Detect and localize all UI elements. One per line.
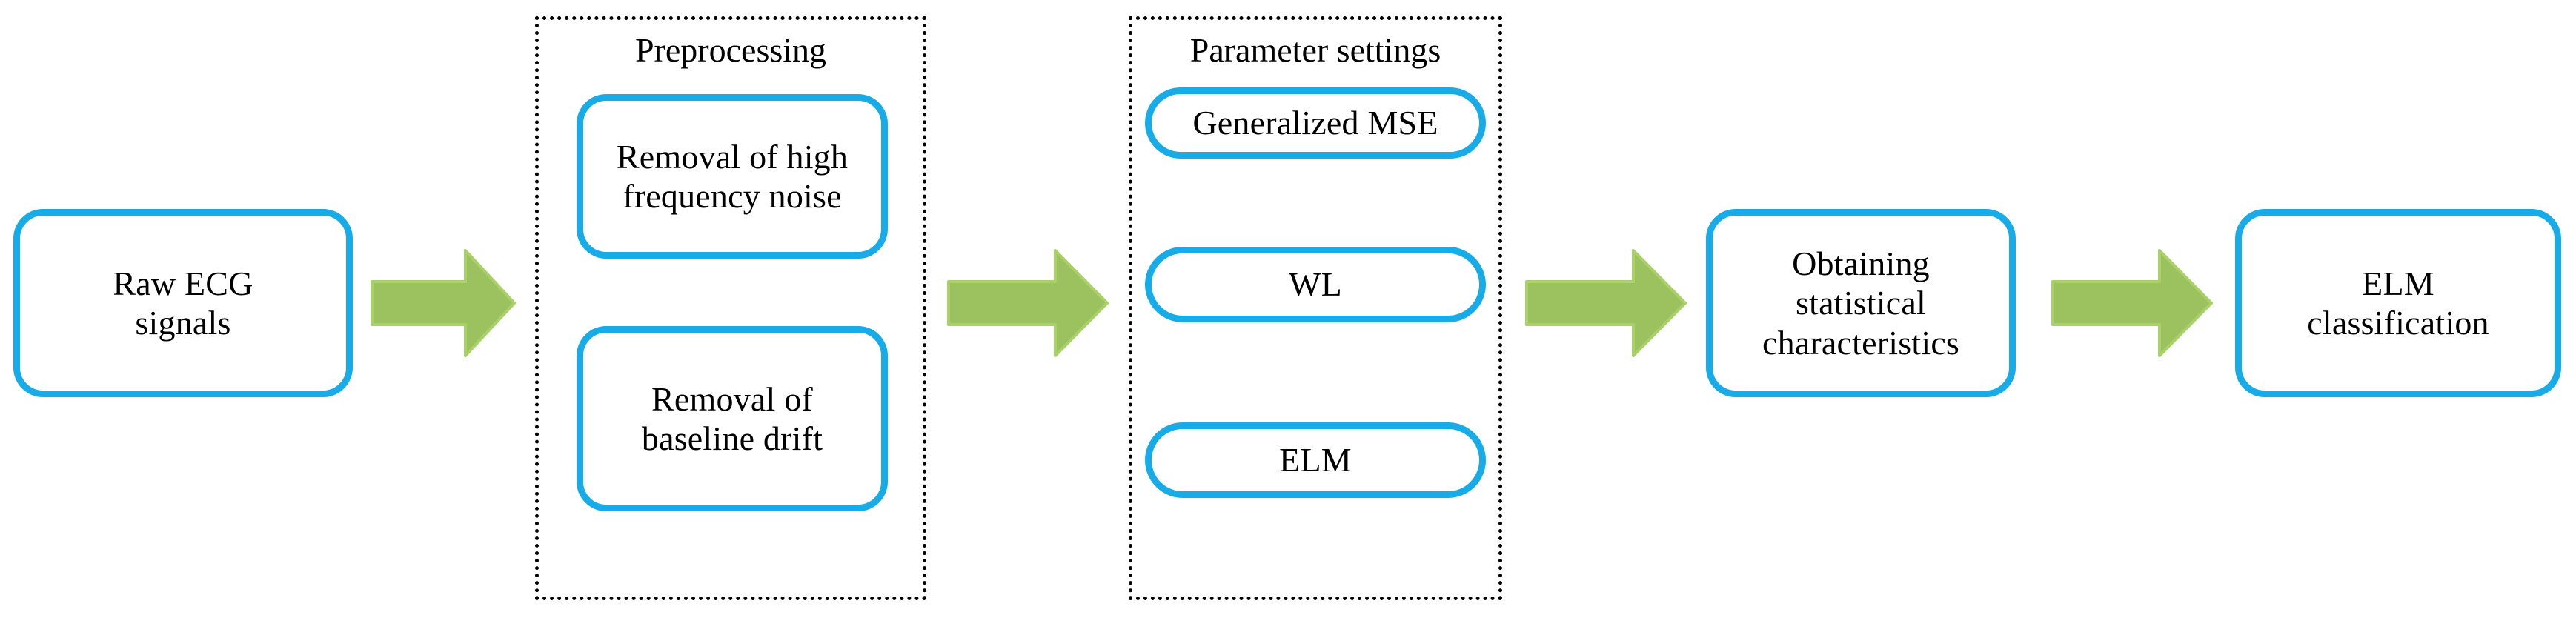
- group-parameter-settings-title: Parameter settings: [1189, 31, 1441, 69]
- node-obtaining-statistical-characteristics-label: Obtaining statistical characteristics: [1762, 244, 1960, 362]
- node-elm-label: ELM: [1279, 441, 1352, 479]
- node-elm[interactable]: ELM: [1145, 422, 1486, 498]
- node-wl-label: WL: [1289, 265, 1342, 304]
- group-preprocessing-title: Preprocessing: [634, 31, 827, 69]
- node-wl[interactable]: WL: [1145, 247, 1486, 322]
- node-elm-classification[interactable]: ELM classification: [2235, 209, 2561, 397]
- node-raw-ecg-signals-label: Raw ECG signals: [113, 264, 253, 342]
- node-removal-high-frequency-noise[interactable]: Removal of high frequency noise: [577, 94, 888, 259]
- node-generalized-mse-label: Generalized MSE: [1192, 104, 1438, 142]
- node-removal-high-frequency-noise-label: Removal of high frequency noise: [616, 137, 849, 215]
- arrow-4-icon: [2051, 249, 2213, 357]
- arrow-1-icon: [371, 249, 516, 357]
- arrow-3-icon: [1525, 249, 1687, 357]
- arrow-2-icon: [947, 249, 1109, 357]
- node-raw-ecg-signals[interactable]: Raw ECG signals: [13, 209, 353, 397]
- group-parameter-settings: Parameter settings: [1129, 16, 1502, 600]
- node-removal-baseline-drift-label: Removal of baseline drift: [641, 379, 823, 457]
- node-removal-baseline-drift[interactable]: Removal of baseline drift: [577, 326, 888, 511]
- node-obtaining-statistical-characteristics[interactable]: Obtaining statistical characteristics: [1706, 209, 2016, 397]
- node-elm-classification-label: ELM classification: [2307, 264, 2489, 342]
- node-generalized-mse[interactable]: Generalized MSE: [1145, 87, 1486, 159]
- group-preprocessing: Preprocessing: [535, 16, 926, 600]
